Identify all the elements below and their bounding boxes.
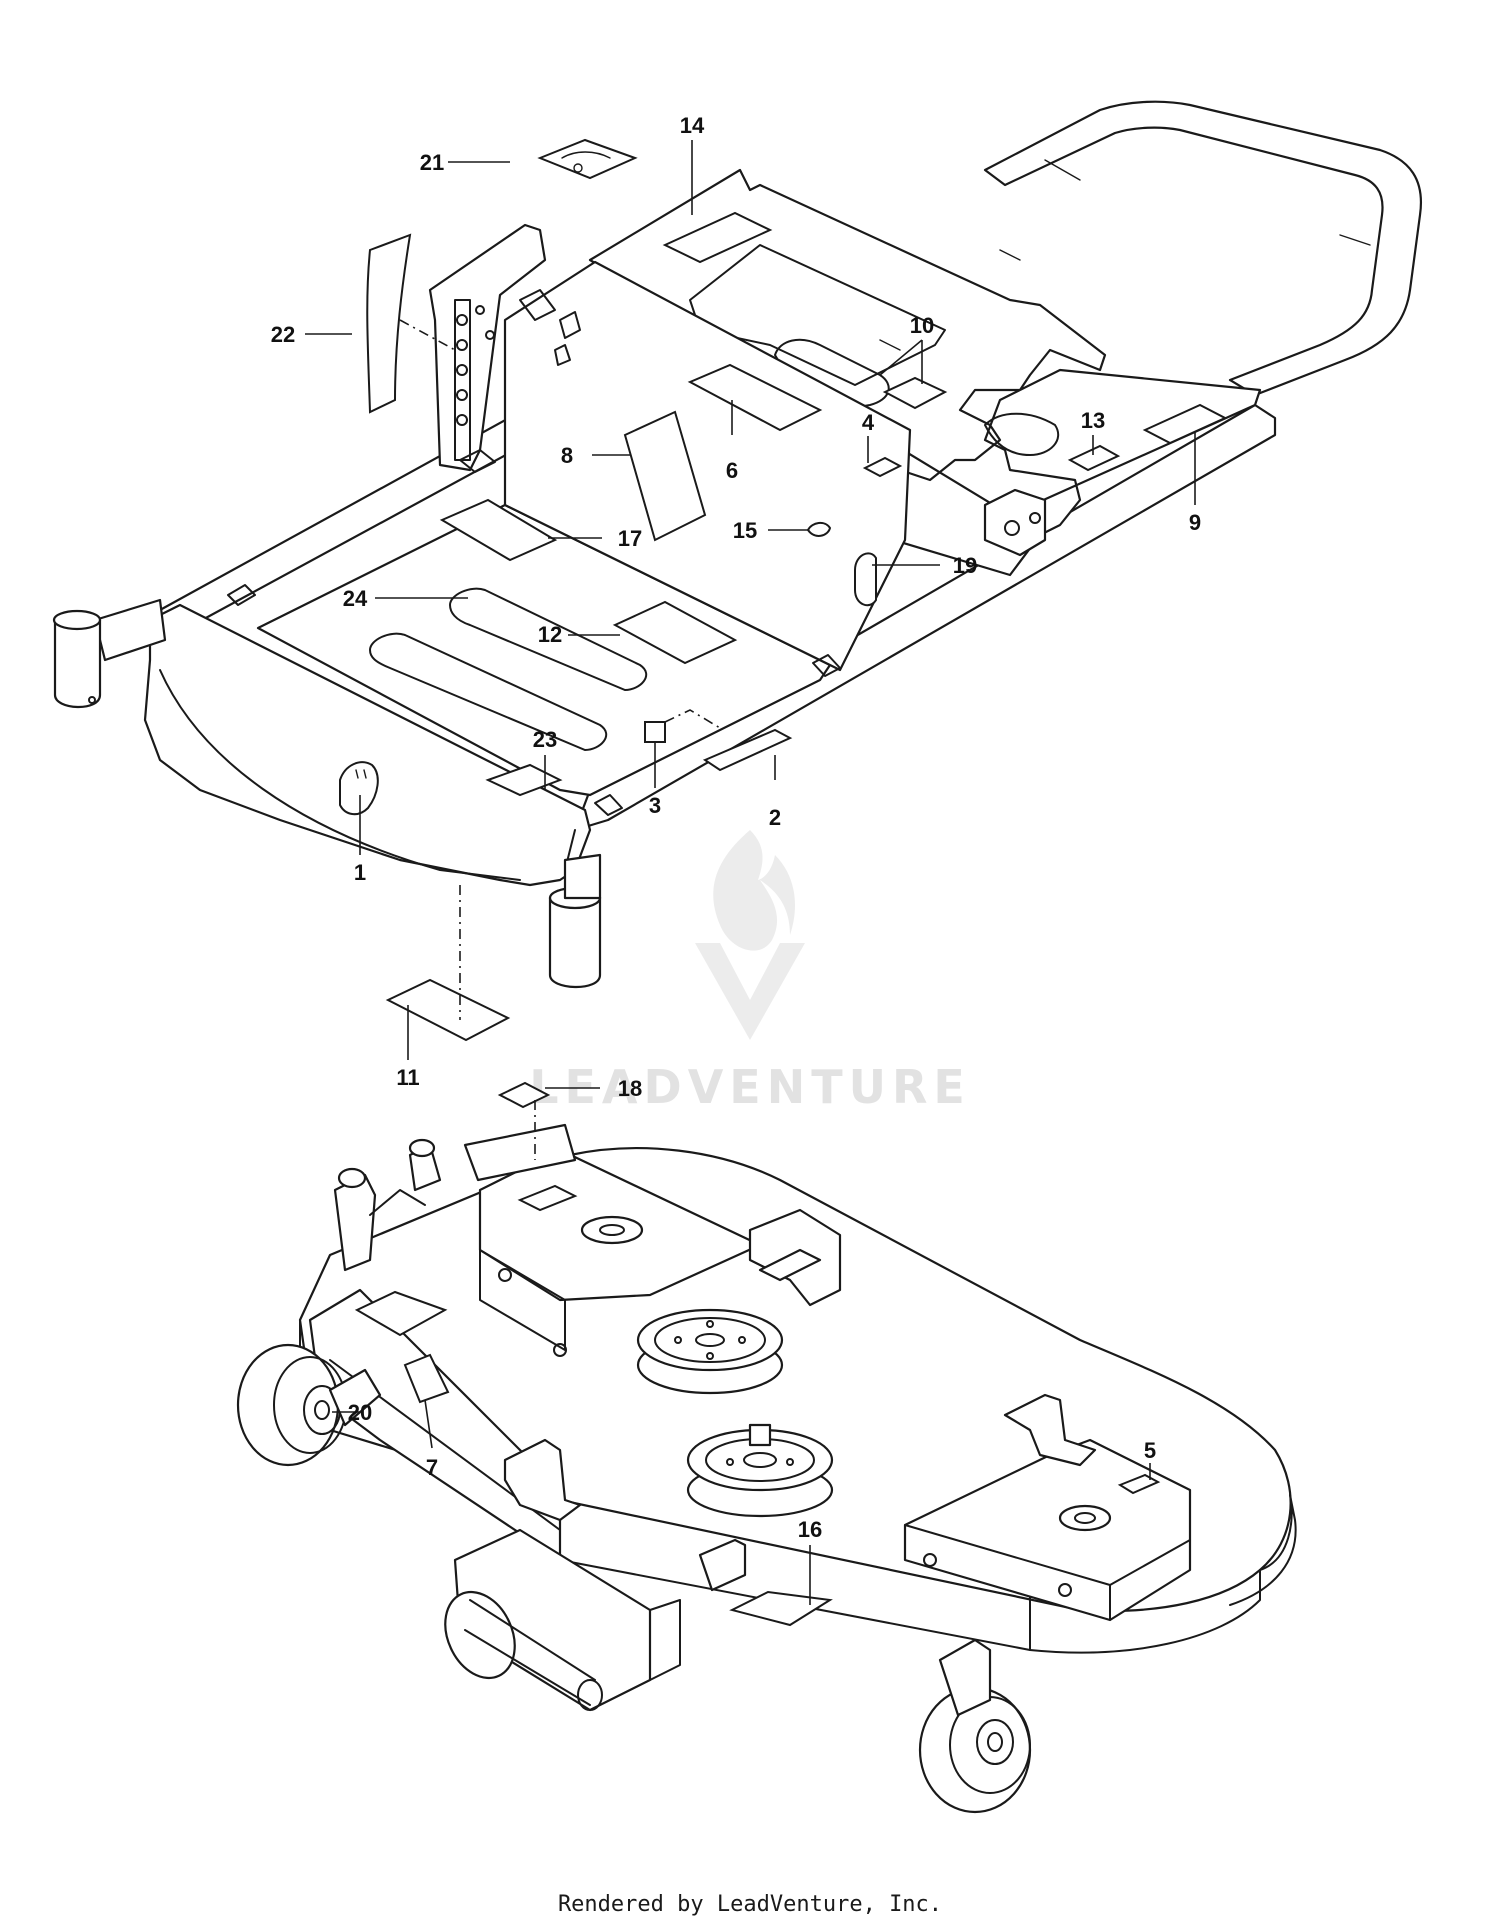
decal-3	[644, 721, 666, 743]
rear-frame-tube	[983, 100, 1423, 397]
callout-7: 7	[426, 1455, 438, 1480]
callout-17: 17	[618, 526, 642, 551]
mower-deck-assembly	[236, 1081, 1297, 1814]
callout-18: 18	[618, 1076, 642, 1101]
front-left-caster-mount	[93, 598, 167, 662]
callout-4: 4	[862, 410, 875, 435]
front-right-caster-tube	[548, 896, 602, 989]
watermark-brand-text: LEADVENTURE	[529, 1060, 971, 1114]
idler-pulley	[636, 1308, 784, 1395]
right-gauge-wheel	[918, 1638, 1032, 1814]
callout-labels: 1 2 3 4 5 6 7 8 9 10 11 12 13 14 15 16 1…	[271, 113, 1201, 1542]
callout-10: 10	[910, 313, 934, 338]
callout-14: 14	[680, 113, 705, 138]
front-nose-shroud	[143, 603, 592, 887]
decal-10	[882, 376, 948, 410]
flame-logo-icon	[713, 830, 795, 951]
decal-23	[485, 763, 563, 797]
callout-16: 16	[798, 1517, 822, 1542]
rear-seat-plate	[588, 168, 1262, 577]
decal-6	[687, 363, 823, 432]
callout-19: 19	[953, 553, 977, 578]
callout-24: 24	[343, 586, 368, 611]
decal-7	[403, 1353, 450, 1404]
callout-9: 9	[1189, 510, 1201, 535]
front-anti-scalp-roller	[444, 1528, 681, 1712]
decal-18	[497, 1081, 551, 1109]
decal-16	[729, 1590, 833, 1627]
decal-17	[439, 498, 558, 562]
decal-13	[1067, 444, 1121, 472]
callout-15: 15	[733, 518, 757, 543]
decal-9	[1142, 403, 1228, 445]
callout-5: 5	[1144, 1438, 1156, 1463]
decal-21	[537, 138, 638, 180]
decal-4	[862, 456, 903, 478]
callout-22: 22	[271, 322, 295, 347]
callout-13: 13	[1081, 408, 1105, 433]
decal-20-area	[354, 1290, 448, 1337]
spindle-pulley	[686, 1423, 834, 1518]
decal-24b	[368, 632, 608, 752]
decal-1	[339, 761, 379, 816]
decal-15	[806, 522, 832, 537]
left-upright-bracket	[428, 223, 547, 472]
callout-20: 20	[348, 1400, 372, 1425]
decal-12	[612, 600, 738, 665]
decal-22	[366, 233, 412, 414]
right-lift-bracket	[1003, 1393, 1097, 1467]
decal-24	[448, 587, 648, 692]
callout-12: 12	[538, 622, 562, 647]
callout-3: 3	[649, 793, 661, 818]
leader-lines	[305, 140, 1196, 1605]
leadventure-watermark: LEADVENTURE	[529, 830, 971, 1114]
decal-14	[662, 211, 773, 264]
decal-19	[854, 552, 877, 607]
callout-8: 8	[561, 443, 573, 468]
front-lift-bracket	[503, 1438, 582, 1522]
decal-8	[623, 410, 707, 542]
seat-support-panel	[503, 260, 912, 672]
callout-2: 2	[769, 805, 781, 830]
v-logo-icon	[695, 943, 805, 1040]
decal-11	[385, 978, 511, 1042]
front-center-bracket	[698, 1538, 747, 1592]
callout-11: 11	[396, 1065, 419, 1090]
callout-6: 6	[726, 458, 738, 483]
decal-2	[702, 728, 793, 772]
decal-5	[1117, 1473, 1161, 1495]
footer-credit: Rendered by LeadVenture, Inc.	[557, 1892, 943, 1917]
callout-23: 23	[533, 727, 557, 752]
callout-21: 21	[420, 150, 444, 175]
front-left-caster-tube	[53, 618, 102, 709]
callout-1: 1	[354, 860, 366, 885]
upper-decals	[339, 138, 1228, 1042]
